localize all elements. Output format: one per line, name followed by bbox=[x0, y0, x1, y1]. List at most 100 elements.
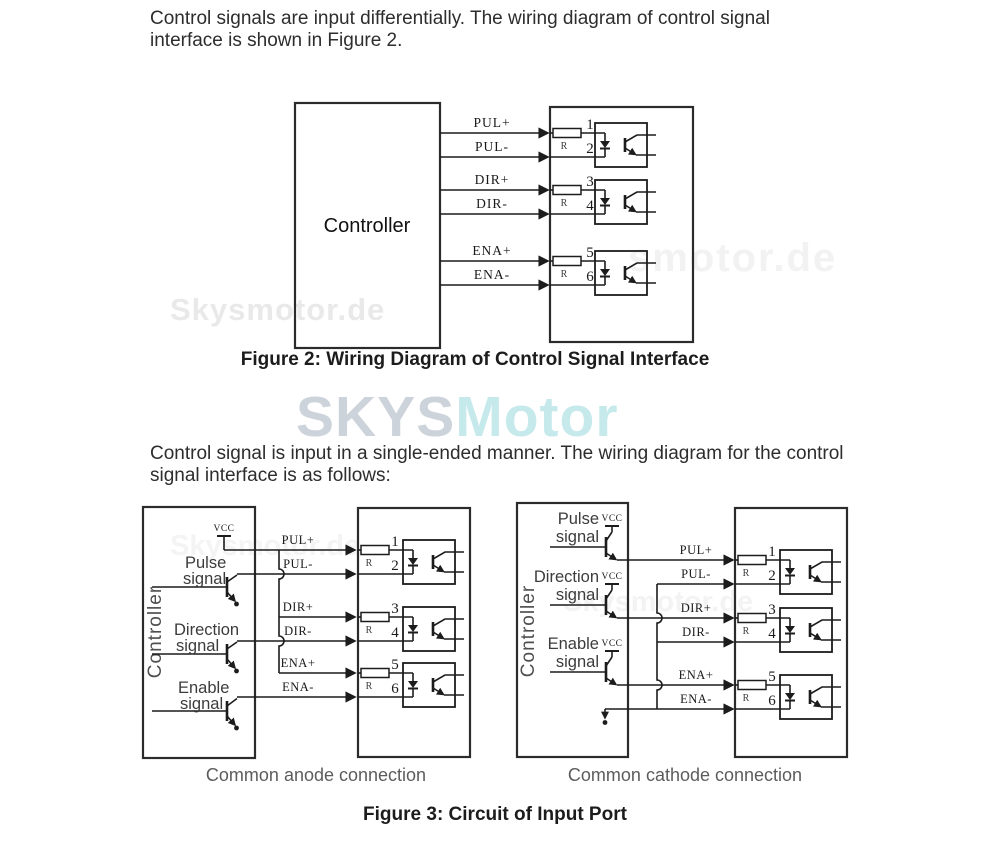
svg-text:signal: signal bbox=[556, 586, 599, 604]
fig3-left-driver-box bbox=[356, 506, 472, 759]
common-cathode-caption: Common cathode connection bbox=[567, 765, 803, 785]
svg-text:1: 1 bbox=[391, 534, 399, 550]
svg-text:R: R bbox=[366, 625, 373, 636]
svg-text:4: 4 bbox=[586, 198, 594, 214]
fig3-left-signal-labels: PUL+ PUL- DIR+ DIR- ENA+ ENA- bbox=[281, 533, 315, 694]
fig2-dir-plus-label: DIR+ bbox=[475, 172, 510, 187]
cathode-enable-transistor: VCC Enable signal bbox=[548, 635, 622, 686]
svg-text:4: 4 bbox=[768, 626, 776, 642]
enable-transistor bbox=[152, 697, 239, 731]
svg-text:signal: signal bbox=[556, 653, 599, 671]
svg-text:1: 1 bbox=[586, 117, 594, 133]
svg-text:VCC: VCC bbox=[601, 572, 622, 582]
svg-text:5: 5 bbox=[768, 669, 776, 685]
cathode-common-wire bbox=[656, 584, 663, 709]
svg-text:Direction: Direction bbox=[534, 568, 599, 586]
svg-text:4: 4 bbox=[391, 625, 399, 641]
svg-text:R: R bbox=[366, 681, 373, 692]
ground-symbol bbox=[601, 709, 609, 725]
svg-text:DIR-: DIR- bbox=[682, 625, 710, 639]
svg-text:PUL+: PUL+ bbox=[680, 543, 713, 557]
fig3-left-signal-lines bbox=[224, 544, 357, 703]
figure3-diagram: Controller VCC PUL+ PUL- DIR+ DIR- ENA+ … bbox=[141, 501, 849, 760]
svg-text:PUL-: PUL- bbox=[283, 557, 313, 571]
fig3-left-vcc-label: VCC bbox=[213, 524, 234, 534]
svg-text:R: R bbox=[743, 568, 750, 579]
cathode-pulse-transistor: VCC Pulse signal bbox=[550, 510, 622, 561]
svg-text:2: 2 bbox=[768, 568, 776, 584]
fig2-pin-numbers: 1 2 R 3 4 R 5 6 R bbox=[561, 117, 595, 285]
fig2-ena-plus-label: ENA+ bbox=[472, 243, 511, 258]
svg-text:1: 1 bbox=[768, 544, 776, 560]
optocoupler-pul bbox=[735, 550, 841, 594]
svg-text:signal: signal bbox=[176, 637, 219, 655]
svg-text:Direction: Direction bbox=[174, 621, 239, 639]
svg-text:R: R bbox=[743, 626, 750, 637]
svg-text:2: 2 bbox=[391, 558, 399, 574]
fig2-driver-box bbox=[548, 105, 695, 344]
svg-text:5: 5 bbox=[586, 245, 594, 261]
figure2-caption: Figure 2: Wiring Diagram of Control Sign… bbox=[240, 349, 710, 370]
common-anode-caption: Common anode connection bbox=[205, 765, 427, 785]
pulse-transistor bbox=[152, 574, 239, 607]
watermark-skysmotor-center: SKYSMotor bbox=[296, 384, 619, 450]
fig2-dir-minus-label: DIR- bbox=[476, 196, 508, 211]
fig2-controller-box bbox=[293, 101, 442, 350]
svg-text:R: R bbox=[561, 269, 568, 280]
svg-text:3: 3 bbox=[768, 602, 776, 618]
fig3-right-driver-box bbox=[733, 506, 849, 759]
optocoupler-pul bbox=[358, 540, 464, 584]
fig3-left-controller-box bbox=[141, 505, 257, 760]
direction-transistor bbox=[152, 641, 239, 674]
svg-text:VCC: VCC bbox=[601, 514, 622, 524]
fig3-right-signal-lines bbox=[605, 554, 735, 715]
figure2-diagram: Controller PUL+ PUL- DIR+ DIR- ENA+ ENA-… bbox=[293, 101, 695, 350]
paragraph-single-ended-intro: Control signal is input in a single-ende… bbox=[150, 443, 844, 486]
fig3-common-anode: Controller VCC PUL+ PUL- DIR+ DIR- ENA+ … bbox=[141, 505, 472, 760]
svg-text:Enable: Enable bbox=[548, 635, 599, 653]
svg-text:Pulse: Pulse bbox=[558, 510, 599, 528]
svg-text:ENA-: ENA- bbox=[282, 680, 314, 694]
fig2-signal-labels: PUL+ PUL- DIR+ DIR- ENA+ ENA- bbox=[472, 115, 511, 282]
svg-text:3: 3 bbox=[391, 601, 399, 617]
svg-text:2: 2 bbox=[586, 141, 594, 157]
figure3-caption: Figure 3: Circuit of Input Port bbox=[363, 804, 627, 825]
optocoupler-ena bbox=[358, 663, 464, 707]
svg-text:PUL+: PUL+ bbox=[282, 533, 315, 547]
fig2-ena-minus-label: ENA- bbox=[474, 267, 510, 282]
svg-text:ENA+: ENA+ bbox=[679, 668, 714, 682]
svg-text:6: 6 bbox=[391, 681, 399, 697]
fig3-left-pin-numbers: 1 2 R 3 4 R 5 6 R bbox=[366, 534, 400, 697]
svg-text:DIR-: DIR- bbox=[284, 624, 312, 638]
svg-text:signal: signal bbox=[183, 570, 226, 588]
fig2-pul-minus-label: PUL- bbox=[475, 139, 509, 154]
watermark-skys-part: SKYS bbox=[296, 385, 456, 449]
svg-text:Pulse: Pulse bbox=[185, 554, 226, 572]
watermark-skysmotor-fig2: Skysmotor.de bbox=[170, 292, 386, 327]
fig2-signal-lines bbox=[440, 127, 550, 291]
svg-text:R: R bbox=[366, 558, 373, 569]
svg-text:DIR+: DIR+ bbox=[681, 601, 712, 615]
cathode-direction-transistor: VCC Direction signal bbox=[534, 568, 622, 619]
svg-text:R: R bbox=[743, 693, 750, 704]
paragraph-differential-intro: Control signals are input differentially… bbox=[150, 8, 770, 51]
svg-text:3: 3 bbox=[586, 174, 594, 190]
fig3-common-cathode: Controller VCC Pulse signal VCC bbox=[515, 501, 849, 759]
svg-text:6: 6 bbox=[768, 693, 776, 709]
svg-text:5: 5 bbox=[391, 657, 399, 673]
svg-text:6: 6 bbox=[586, 269, 594, 285]
anode-branch-wire bbox=[278, 550, 285, 673]
svg-text:DIR+: DIR+ bbox=[283, 600, 314, 614]
svg-text:R: R bbox=[561, 198, 568, 209]
fig3-left-controller-label: Controller bbox=[145, 586, 166, 678]
svg-text:R: R bbox=[561, 141, 568, 152]
fig3-right-pin-numbers: 1 2 R 3 4 R 5 6 R bbox=[743, 544, 777, 709]
svg-text:signal: signal bbox=[556, 528, 599, 546]
svg-text:Enable: Enable bbox=[178, 679, 229, 697]
optocoupler-ena bbox=[735, 675, 841, 719]
fig3-right-signal-labels: PUL+ PUL- DIR+ DIR- ENA+ ENA- bbox=[679, 543, 714, 706]
watermark-skysmotor-fig3-left: Skysmotor.de bbox=[170, 530, 361, 562]
svg-text:ENA-: ENA- bbox=[680, 692, 712, 706]
fig3-right-controller-label: Controller bbox=[518, 585, 539, 677]
